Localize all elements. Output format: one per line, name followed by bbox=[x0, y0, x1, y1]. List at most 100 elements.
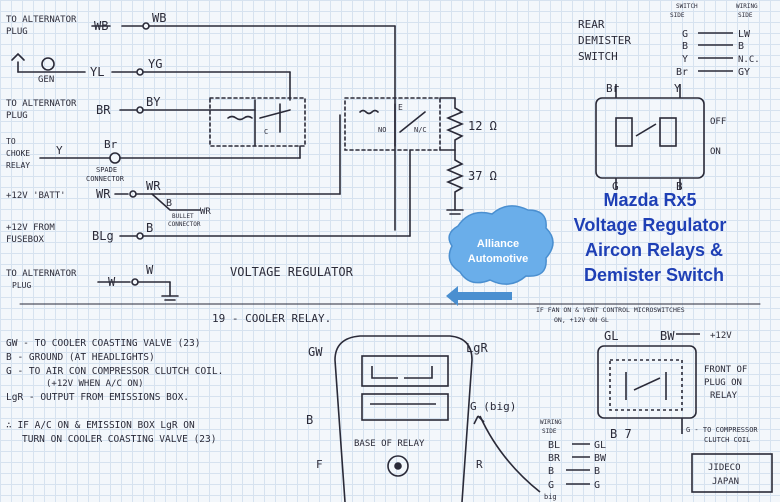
row-switch: G bbox=[682, 29, 688, 40]
switch-bottom-right: B bbox=[676, 180, 683, 193]
col-wiring2: SIDE bbox=[738, 12, 753, 19]
note-line: (+12V WHEN A/C ON) bbox=[46, 379, 144, 389]
bullet-b: B bbox=[166, 198, 172, 209]
note-line: LgR - OUTPUT FROM EMISSIONS BOX. bbox=[6, 392, 189, 403]
note-line: TURN ON COOLER COASTING VALVE (23) bbox=[22, 434, 216, 445]
col-wiring: WIRING bbox=[736, 3, 758, 10]
pin-g-small: big bbox=[544, 493, 557, 501]
relay-no: NO bbox=[378, 126, 386, 134]
note-line: GW - TO COOLER COASTING VALVE (23) bbox=[6, 338, 200, 349]
pin-from: B bbox=[548, 466, 554, 477]
bullet-label1: BULLET bbox=[172, 213, 194, 220]
spade-label2: CONNECTOR bbox=[86, 175, 125, 183]
pin-from: BL bbox=[548, 440, 560, 451]
w1-term: WB bbox=[152, 11, 166, 25]
logo-arrow-shape bbox=[446, 286, 512, 306]
b7-label: B 7 bbox=[610, 427, 632, 441]
w2-wire: YL bbox=[90, 65, 104, 79]
title-line4: Demister Switch bbox=[584, 265, 724, 285]
pin-wiring-side2: SIDE bbox=[542, 428, 557, 435]
pin-wiring-side: WIRING bbox=[540, 419, 562, 426]
w1-label: TO ALTERNATOR bbox=[6, 15, 77, 25]
note-line: ∴ IF A/C ON & EMISSION BOX LgR ON bbox=[6, 420, 195, 431]
fuse-wire: BLg bbox=[92, 229, 114, 243]
fuse-sub: FUSEBOX bbox=[6, 235, 45, 245]
col-switch: SWITCH bbox=[676, 3, 698, 10]
g-note1: G - TO COMPRESSOR bbox=[686, 426, 758, 434]
note-line: B - GROUND (AT HEADLIGHTS) bbox=[6, 352, 155, 363]
row-wiring: LW bbox=[738, 29, 751, 40]
w7-wire: W bbox=[108, 275, 116, 289]
switch-off: OFF bbox=[710, 117, 726, 127]
row-switch: Br bbox=[676, 67, 688, 78]
front-label2: PLUG ON bbox=[704, 378, 742, 388]
pin-to: B bbox=[594, 466, 600, 477]
spade-label1: SPADE bbox=[96, 166, 117, 174]
row-wiring: N.C. bbox=[738, 55, 760, 65]
maker1: JIDECO bbox=[708, 463, 741, 473]
w7-term: W bbox=[146, 263, 154, 277]
relay-f: F bbox=[316, 458, 323, 471]
pin-from: BR bbox=[548, 453, 561, 464]
front-label3: RELAY bbox=[710, 391, 738, 401]
cooler-relay-drawing bbox=[334, 333, 773, 502]
demister-label3: SWITCH bbox=[578, 50, 618, 63]
cooler-title: 19 - COOLER RELAY. bbox=[212, 312, 331, 325]
regulator-caption: VOLTAGE REGULATOR bbox=[230, 265, 354, 279]
regulator-wiring bbox=[11, 22, 761, 305]
front-bw: BW bbox=[660, 329, 675, 343]
demister-label2: DEMISTER bbox=[578, 34, 631, 47]
base-label: BASE OF RELAY bbox=[354, 439, 425, 449]
choke-sub2: RELAY bbox=[6, 161, 30, 170]
relay-b: B bbox=[306, 413, 313, 427]
col-switch2: SIDE bbox=[670, 12, 685, 19]
front-12v: +12V bbox=[710, 331, 732, 341]
switch-top-right: Y bbox=[674, 82, 681, 95]
logo-cloud-shape bbox=[448, 205, 554, 285]
pin-from: G bbox=[548, 480, 554, 491]
row-switch: B bbox=[682, 41, 688, 52]
relay-gw: GW bbox=[308, 345, 323, 359]
bullet-label2: CONNECTOR bbox=[168, 221, 201, 228]
relay-g-big: G (big) bbox=[470, 400, 516, 413]
fan-note2: ON, +12V ON GL bbox=[554, 316, 609, 324]
bullet-wr: WR bbox=[200, 207, 211, 217]
switch-top-left: Br bbox=[606, 82, 620, 95]
w3-label: TO ALTERNATOR bbox=[6, 99, 77, 109]
logo-line2: Automotive bbox=[468, 253, 529, 265]
logo-line1: Alliance bbox=[477, 238, 519, 250]
choke-sub1: CHOKE bbox=[6, 149, 30, 158]
note-line: G - TO AIR CON COMPRESSOR CLUTCH COIL. bbox=[6, 366, 223, 377]
w3-sub: PLUG bbox=[6, 111, 28, 121]
fan-note1: IF FAN ON & VENT CONTROL MICROSWITCHES bbox=[536, 306, 685, 314]
batt-label: +12V 'BATT' bbox=[6, 191, 66, 201]
pin-to: GL bbox=[594, 440, 606, 451]
w3-wire: BR bbox=[96, 103, 111, 117]
resistor-12: 12 Ω bbox=[468, 119, 497, 133]
front-label1: FRONT OF bbox=[704, 365, 747, 375]
switch-on: ON bbox=[710, 147, 721, 157]
demister-label1: REAR bbox=[578, 18, 605, 31]
pin-to: BW bbox=[594, 453, 607, 464]
relay-r: R bbox=[476, 458, 483, 471]
title-line1: Mazda Rx5 bbox=[603, 190, 696, 210]
gen-label: GEN bbox=[38, 75, 54, 85]
w3-term: BY bbox=[146, 95, 161, 109]
relay-c: C bbox=[264, 128, 268, 136]
g-note2: CLUTCH COIL bbox=[704, 436, 750, 444]
row-wiring: B bbox=[738, 41, 744, 52]
title-block: Mazda Rx5 Voltage Regulator Aircon Relay… bbox=[574, 190, 727, 285]
w2-term: YG bbox=[148, 57, 162, 71]
w7-label: TO ALTERNATOR bbox=[6, 269, 77, 279]
w1-wire: WB bbox=[94, 19, 108, 33]
w7-sub: PLUG bbox=[12, 281, 31, 290]
relay-nc: N/C bbox=[414, 126, 427, 134]
choke-wire: Y bbox=[56, 144, 63, 157]
batt-wire: WR bbox=[96, 187, 111, 201]
regulator-labels: TO ALTERNATOR PLUG WB WB GEN YL YG TO AL… bbox=[6, 11, 497, 290]
demister-switch-drawing bbox=[595, 32, 733, 190]
batt-term: WR bbox=[146, 179, 161, 193]
relay-e: E bbox=[398, 103, 403, 112]
